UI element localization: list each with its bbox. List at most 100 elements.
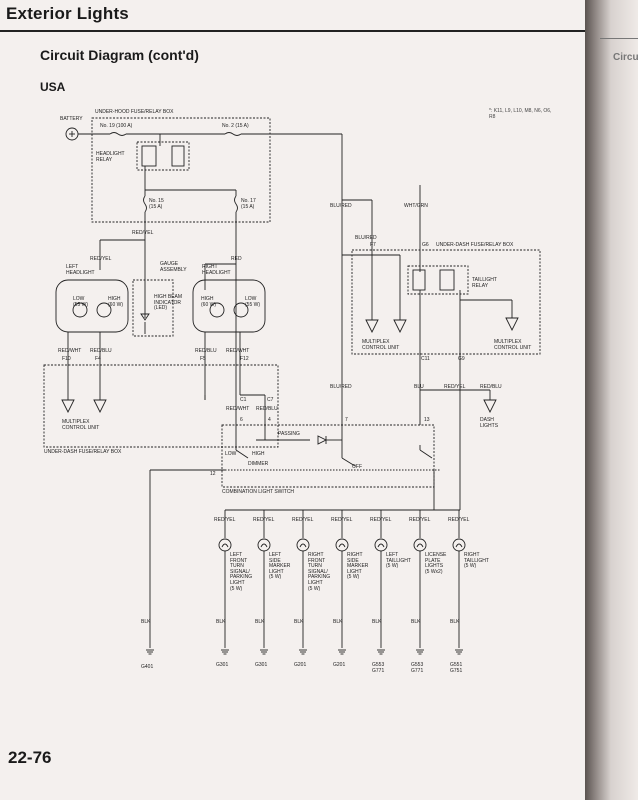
left-high-label: HIGH (60 W) (108, 296, 123, 308)
wire-blk-g401: BLK (141, 619, 151, 625)
bulb-ground-wire-label: BLK (372, 619, 382, 625)
bulb-symbol (335, 538, 349, 552)
multiplex-left-label: MULTIPLEX CONTROL UNIT (62, 419, 100, 431)
pin-c7: C7 (267, 397, 274, 403)
right-headlight-body (192, 279, 266, 333)
bulb-ground-wire-label: BLK (294, 619, 304, 625)
pin-f5: F5 (200, 356, 206, 362)
bulb-symbol (374, 538, 388, 552)
pin-6: 6 (240, 417, 243, 423)
combination-light-switch (221, 424, 435, 488)
wire-red-wht-left: RED/WHT (58, 348, 82, 354)
wire-red-wht-right: RED/WHT (226, 348, 250, 354)
bulb-branch (218, 510, 232, 655)
pin-f7: F7 (370, 242, 376, 248)
left-headlight-body (55, 279, 129, 333)
wire-red-blu-3: RED/BLU (480, 384, 502, 390)
bulb-wire-label: RED/YEL (214, 517, 236, 523)
right-high-bulb (209, 302, 225, 318)
underhood-box-outline (91, 117, 271, 223)
bulb-ground-wire-label: BLK (216, 619, 226, 625)
underdash-box-right (351, 249, 541, 355)
multiplex-right-label: MULTIPLEX CONTROL UNIT (494, 339, 532, 351)
headlight-relay-label: HEADLIGHT RELAY (96, 151, 125, 163)
dimmer-label: DIMMER (248, 461, 269, 467)
high-beam-indicator-label: HIGH BEAM INDICATOR (LED) (154, 294, 183, 312)
right-low-label: LOW (55 W) (245, 296, 260, 308)
bulb-label: LEFT FRONT TURN SIGNAL/ PARKING LIGHT (5… (230, 552, 253, 592)
bulb-wire-label: RED/YEL (253, 517, 275, 523)
dash-lights-label: DASH LIGHTS (480, 417, 499, 429)
pin-4: 4 (268, 417, 271, 423)
passing-label: PASSING (278, 431, 300, 437)
pin-g6: G6 (422, 242, 429, 248)
facing-page-edge (585, 0, 638, 800)
gauge-assembly (132, 279, 174, 337)
wire-red-yel-1: RED/YEL (132, 230, 154, 236)
bulb-label: LEFT TAILLIGHT (5 W) (386, 552, 411, 570)
bulb-symbol (257, 538, 271, 552)
wire-blu-red-2: BLU/RED (355, 235, 377, 241)
underdash-box-left (43, 364, 279, 448)
multiplex-top-label: MULTIPLEX CONTROL UNIT (362, 339, 400, 351)
bulb-ground-wire-label: BLK (333, 619, 343, 625)
bulb-branch (296, 510, 310, 655)
pin-g9: G9 (458, 356, 465, 362)
bulb-ground-label: G551 G751 (450, 662, 463, 674)
fuse-17-label: No. 17 (15 A) (241, 198, 256, 210)
bulb-label: LEFT SIDE MARKER LIGHT (5 W) (269, 552, 291, 581)
bulb-branch (335, 510, 349, 655)
taillight-relay-label: TAILLIGHT RELAY (472, 277, 497, 289)
bulb-ground-wire-label: BLK (411, 619, 421, 625)
bulb-ground-label: G201 (294, 662, 307, 668)
bulb-wire-label: RED/YEL (448, 517, 470, 523)
bulb-wire-label: RED/YEL (370, 517, 392, 523)
bulb-wire-label: RED/YEL (292, 517, 314, 523)
bulb-ground-wire-label: BLK (255, 619, 265, 625)
facing-page-title: Circu (613, 52, 638, 63)
pin-f12: F12 (240, 356, 249, 362)
bulb-branch (413, 510, 427, 655)
wire-wht-grn: WHT/GRN (404, 203, 428, 209)
bulb-symbol (413, 538, 427, 552)
bulb-symbol (452, 538, 466, 552)
right-low-bulb (233, 302, 249, 318)
bulb-branch (452, 510, 466, 655)
wire-red-yel-2: RED/YEL (90, 256, 112, 262)
bulb-ground-label: G301 (255, 662, 268, 668)
wire-red-blu-left: RED/BLU (90, 348, 112, 354)
fuse-15 (143, 195, 147, 213)
bulb-wire-label: RED/YEL (409, 517, 431, 523)
right-headlight-label: RIGHT HEADLIGHT (202, 264, 231, 276)
bulb-ground-wire-label: BLK (450, 619, 460, 625)
combination-switch-label: COMBINATION LIGHT SWITCH (222, 489, 295, 495)
footnote: *: K11, L9, L10, M8, N6, O6, R8 (489, 108, 552, 120)
taillight-relay (407, 265, 469, 295)
bulb-ground-label: G201 (333, 662, 346, 668)
header-rule (0, 30, 585, 32)
left-low-bulb (72, 302, 88, 318)
bulb-ground-label: G553 G771 (411, 662, 424, 674)
pin-13: 13 (424, 417, 430, 423)
diagram-subtitle: Circuit Diagram (cont'd) (40, 47, 199, 63)
bulb-symbol (218, 538, 232, 552)
fuse-19-label: No. 19 (100 A) (100, 123, 133, 129)
bulb-branch (257, 510, 271, 655)
fuse-19 (109, 132, 127, 136)
fuse-15-label: No. 15 (15 A) (149, 198, 164, 210)
fuse-2 (224, 132, 242, 136)
battery-label: BATTERY (60, 116, 83, 122)
off-label: OFF (352, 464, 362, 470)
wire-red-blu-4: RED/BLU (256, 406, 278, 412)
pin-c11: C11 (421, 356, 430, 362)
bulb-label: RIGHT TAILLIGHT (5 W) (464, 552, 489, 570)
underhood-box-label: UNDER-HOOD FUSE/RELAY BOX (95, 109, 174, 115)
wire-blu-red-1: BLU/RED (330, 203, 352, 209)
wire-red-wht-2: RED/WHT (226, 406, 250, 412)
bulb-wire-label: RED/YEL (331, 517, 353, 523)
right-high-label: HIGH (60 W) (201, 296, 216, 308)
section-title: Exterior Lights (6, 4, 129, 23)
underdash-box-top-label: UNDER-DASH FUSE/RELAY BOX (436, 242, 514, 248)
bulb-symbol (296, 538, 310, 552)
bulb-ground-label: G553 G771 (372, 662, 385, 674)
